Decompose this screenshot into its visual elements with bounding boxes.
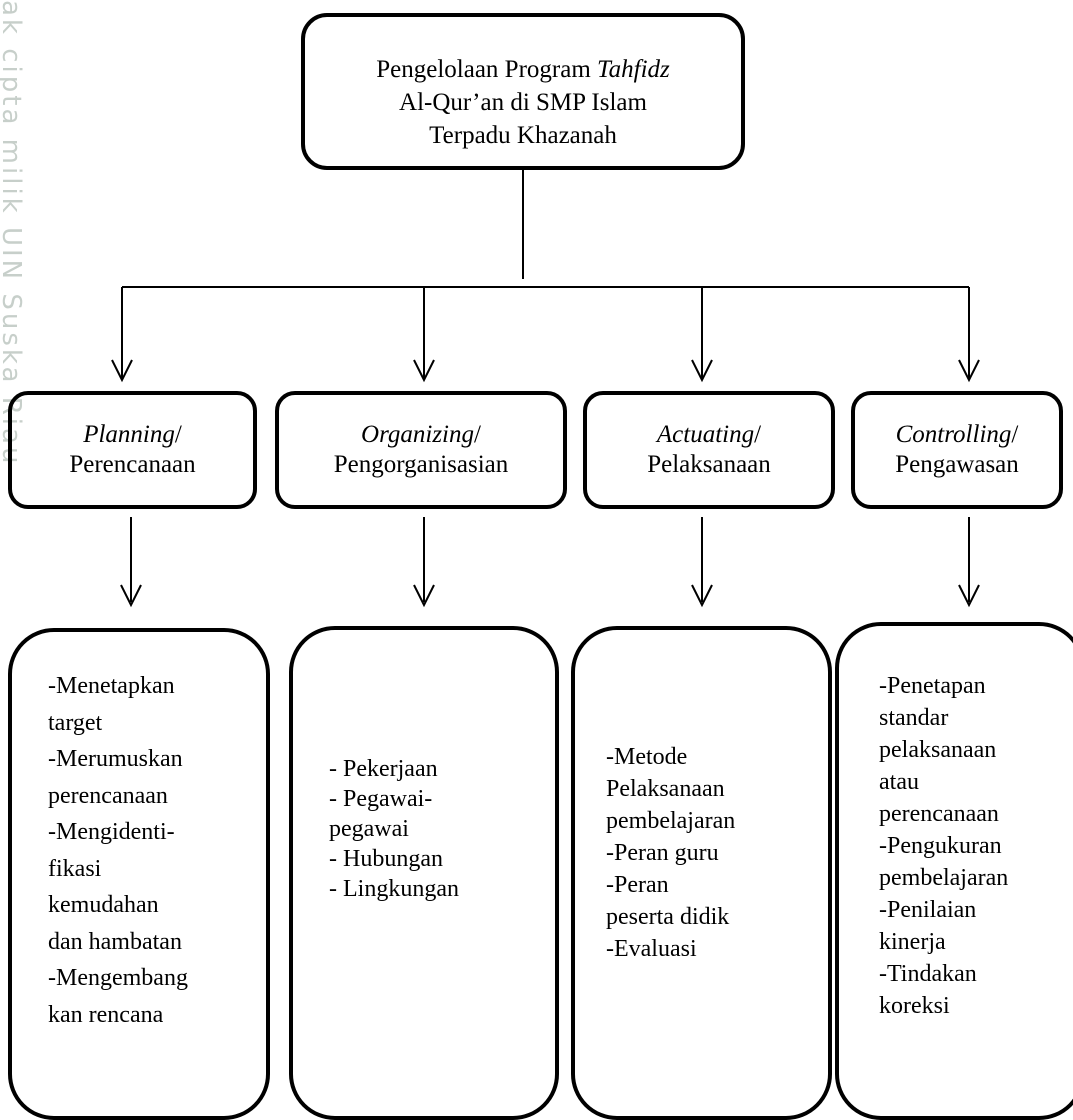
detail-list-controlling: -Penetapan standar pelaksanaan atau pere… [879, 670, 1008, 1022]
root-line-1: Pengelolaan Program Tahfidz [376, 53, 670, 86]
detail-item: - Pekerjaan [329, 756, 438, 782]
detail-item: atau [879, 769, 919, 795]
detail-item: -Peran guru [606, 840, 719, 866]
detail-item: -Metode [606, 744, 688, 770]
phase-title-line-planning: Planning/ [69, 420, 195, 450]
phase-title-actuating: Actuating [656, 421, 755, 448]
arrowhead-actuating [691, 359, 713, 383]
phase-title-organizing: Organizing [361, 421, 474, 448]
phase-label-actuating: Actuating/ Pelaksanaan [647, 420, 771, 480]
detail-item: pembelajaran [879, 865, 1009, 891]
phase-label-planning: Planning/ Perencanaan [69, 420, 195, 480]
detail-item: pegawai [329, 816, 409, 842]
phase-box-actuating: Actuating/ Pelaksanaan [583, 391, 835, 509]
detail-item: -Peran [606, 872, 669, 898]
detail-item: -Penilaian [879, 897, 977, 923]
phase-subtitle-controlling: Pengawasan [895, 451, 1019, 478]
detail-box-actuating: -Metode Pelaksanaan pembelajaran -Peran … [571, 626, 832, 1120]
arrowhead-organizing [413, 359, 435, 383]
root-line-1-prefix: Pengelolaan Program [376, 56, 598, 83]
detail-item: perencanaan [879, 801, 999, 827]
phase-subtitle-organizing: Pengorganisasian [333, 451, 509, 478]
phase-label-controlling: Controlling/ Pengawasan [895, 420, 1019, 480]
arrowhead-planning [111, 359, 133, 383]
detail-box-planning: -Menetapkan target -Merumuskan perencana… [8, 628, 270, 1120]
phase-label-organizing: Organizing/ Pengorganisasian [334, 420, 509, 480]
root-line-2: Al-Qur’an di SMP Islam [399, 89, 647, 116]
detail-item: koreksi [879, 993, 950, 1019]
phase-title-controlling: Controlling [895, 421, 1012, 448]
phase-title-planning: Planning [83, 421, 175, 448]
detail-box-organizing: - Pekerjaan - Pegawai- pegawai - Hubunga… [289, 626, 559, 1120]
detail-item: kinerja [879, 929, 946, 955]
detail-item: -Evaluasi [606, 936, 697, 962]
detail-item: -Menetapkan [48, 673, 175, 699]
detail-item: - Hubungan [329, 846, 443, 872]
root-line-3: Terpadu Khazanah [429, 122, 617, 149]
phase-box-organizing: Organizing/ Pengorganisasian [275, 391, 567, 509]
phase-box-planning: Planning/ Perencanaan [8, 391, 257, 509]
detail-box-controlling: -Penetapan standar pelaksanaan atau pere… [835, 622, 1073, 1120]
detail-item: kan rencana [48, 1001, 164, 1028]
phase-title-line-organizing: Organizing/ [334, 420, 509, 450]
detail-item: peserta didik [606, 904, 730, 930]
arrowhead-detail-organizing [413, 584, 435, 608]
detail-item: Pelaksanaan [606, 776, 725, 802]
phase-title-suffix-planning: / [174, 421, 182, 448]
phase-title-line-controlling: Controlling/ [895, 420, 1019, 450]
detail-item: - Lingkungan [329, 876, 459, 902]
detail-item: -Mengembang [48, 965, 188, 991]
phase-title-suffix-organizing: / [474, 421, 481, 448]
detail-item: -Penetapan [879, 673, 986, 699]
detail-list-planning: -Menetapkan target -Merumuskan perencana… [48, 668, 188, 1033]
root-line-1-emphasis: Tahfidz [597, 56, 670, 83]
detail-item: -Mengidenti- [48, 819, 175, 845]
detail-item: pelaksanaan [879, 737, 997, 763]
phase-box-controlling: Controlling/ Pengawasan [851, 391, 1063, 509]
phase-title-line-actuating: Actuating/ [647, 420, 771, 450]
detail-item: -Pengukuran [879, 833, 1002, 859]
detail-item: dan hambatan [48, 928, 182, 955]
root-box: Pengelolaan Program Tahfidz Al-Qur’an di… [301, 13, 745, 170]
detail-item: -Tindakan [879, 961, 977, 987]
detail-list-organizing: - Pekerjaan - Pegawai- pegawai - Hubunga… [329, 754, 459, 904]
phase-title-suffix-controlling: / [1011, 421, 1019, 448]
arrowhead-controlling [958, 359, 980, 383]
detail-item: kemudahan [48, 892, 159, 918]
detail-item: perencanaan [48, 782, 168, 809]
detail-list-actuating: -Metode Pelaksanaan pembelajaran -Peran … [606, 741, 735, 965]
detail-item: -Merumuskan [48, 746, 183, 772]
arrowhead-detail-actuating [691, 584, 713, 608]
phase-subtitle-planning: Perencanaan [69, 451, 196, 478]
detail-item: pembelajaran [606, 808, 736, 834]
detail-item: - Pegawai- [329, 786, 433, 812]
detail-item: standar [879, 705, 949, 731]
arrowhead-detail-planning [120, 584, 142, 608]
phase-subtitle-actuating: Pelaksanaan [647, 451, 771, 478]
arrowhead-detail-controlling [958, 584, 980, 608]
root-text: Pengelolaan Program Tahfidz Al-Qur’an di… [376, 31, 670, 152]
detail-item: fikasi [48, 855, 102, 882]
detail-item: target [48, 709, 103, 736]
phase-title-suffix-actuating: / [754, 421, 762, 448]
